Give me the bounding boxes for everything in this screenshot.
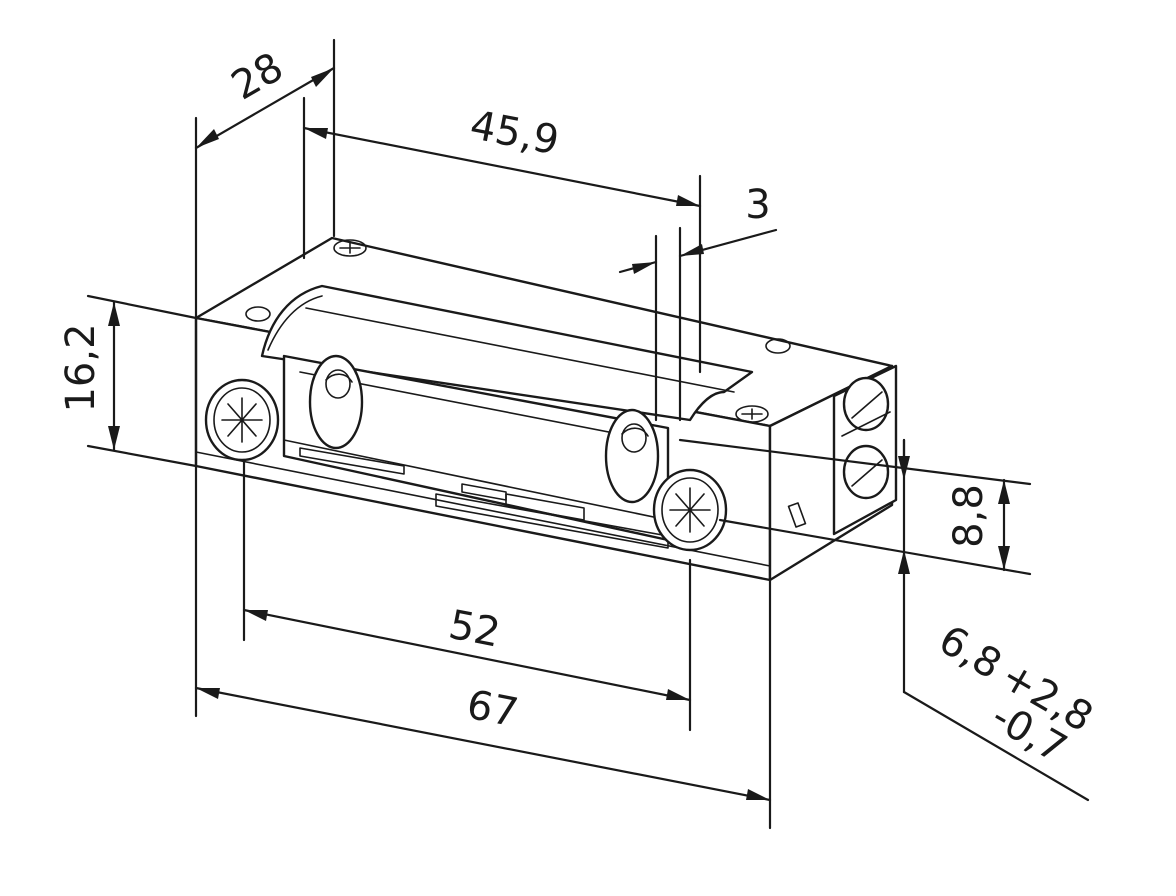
left-roller: [308, 354, 364, 450]
dim-6-8-line: [898, 438, 1090, 802]
top-screw: [333, 239, 367, 257]
front-screw-left: [204, 378, 280, 462]
dim-3-label: 3: [745, 182, 770, 228]
dim-16-2-line: [108, 300, 120, 452]
dim-8-8-line: [998, 478, 1010, 572]
dim-52-label: 52: [445, 602, 504, 657]
bottom-slider: [299, 447, 669, 549]
dim-45-9-label: 45,9: [466, 102, 562, 164]
dim-67-label: 67: [463, 682, 522, 737]
dim-16-2-label: 16,2: [58, 323, 104, 412]
dim-52-line: [242, 608, 692, 702]
dim-67-line: [194, 686, 772, 802]
dim-3-line: [618, 228, 778, 274]
top-screw-right: [735, 405, 769, 423]
strike-body: [194, 236, 898, 582]
dim-6-8-base: 6,8: [931, 617, 1009, 689]
front-screw-right: [652, 468, 728, 552]
dimension-lines: [86, 38, 1032, 830]
right-roller: [604, 408, 660, 504]
side-slot: [787, 502, 807, 528]
top-hole-right: [765, 338, 791, 354]
terminal-block: [832, 364, 898, 536]
top-hole-left: [245, 306, 271, 322]
dim-28-line: [194, 66, 336, 150]
dim-8-8-label: 8,8: [946, 484, 992, 548]
dim-45-9-line: [302, 126, 702, 208]
